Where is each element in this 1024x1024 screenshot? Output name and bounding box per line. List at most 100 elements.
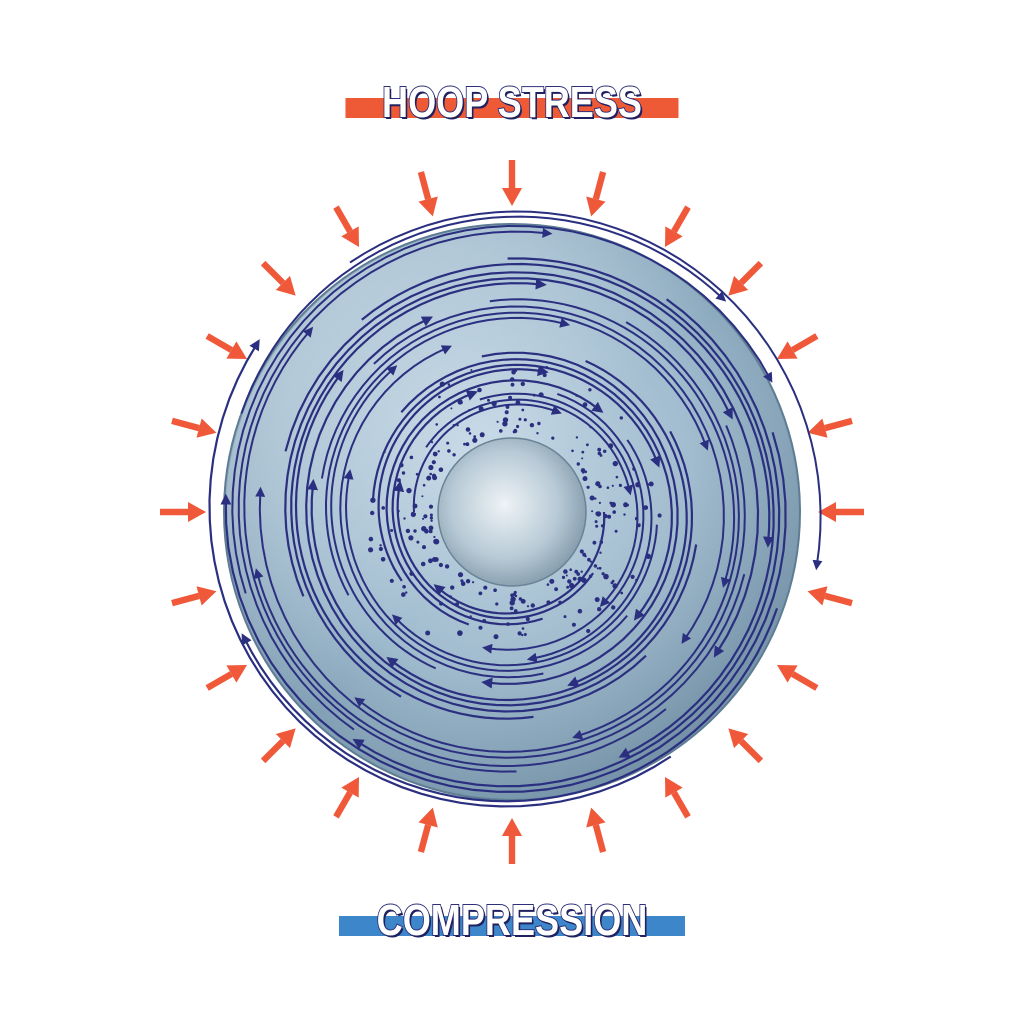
stress-particle bbox=[509, 606, 514, 611]
stress-particle bbox=[581, 457, 584, 460]
stress-particle bbox=[402, 585, 406, 589]
stress-particle bbox=[529, 423, 535, 428]
stress-particle bbox=[630, 574, 635, 580]
stress-particle bbox=[518, 417, 522, 421]
spiral-stress-line bbox=[305, 316, 647, 713]
spiral-stress-line bbox=[208, 339, 672, 808]
stress-particle bbox=[517, 631, 522, 636]
spiral-stress-line bbox=[354, 425, 746, 753]
stress-particle bbox=[513, 428, 517, 432]
spiral-stress-line bbox=[572, 321, 740, 740]
stress-particle bbox=[509, 600, 515, 606]
inward-arrow-icon bbox=[777, 665, 819, 691]
stress-particle bbox=[586, 443, 589, 447]
inward-arrow-icon bbox=[205, 665, 247, 691]
inward-arrow-icon bbox=[502, 160, 522, 206]
inward-arrow-icon bbox=[728, 728, 764, 764]
stress-particle bbox=[472, 437, 478, 443]
stress-particle bbox=[406, 487, 412, 494]
stress-particle bbox=[487, 398, 490, 402]
stress-particle bbox=[470, 369, 473, 371]
stress-particle bbox=[589, 495, 595, 501]
inward-arrow-icon bbox=[417, 807, 438, 853]
stress-particle bbox=[433, 535, 436, 539]
stress-particle bbox=[396, 478, 401, 483]
stress-particle bbox=[601, 572, 605, 576]
spiral-stress-line bbox=[393, 480, 594, 620]
spiral-stress-line bbox=[284, 271, 760, 658]
stress-particle bbox=[469, 615, 472, 618]
stress-particle bbox=[508, 395, 513, 400]
stress-particle bbox=[558, 600, 562, 604]
stress-particle bbox=[580, 468, 586, 473]
inward-arrow-icon bbox=[260, 728, 296, 764]
stress-particle bbox=[576, 572, 580, 576]
stress-particle bbox=[428, 529, 433, 534]
stress-particle bbox=[594, 497, 597, 500]
stress-particle bbox=[584, 555, 587, 558]
hoop-stress-band bbox=[345, 98, 679, 118]
inward-arrow-icon bbox=[807, 417, 853, 438]
stress-particle bbox=[581, 450, 585, 454]
stress-particle bbox=[626, 503, 629, 507]
stress-particle bbox=[582, 476, 588, 482]
stress-particle bbox=[549, 578, 555, 584]
stress-particle bbox=[592, 540, 597, 545]
stress-particle bbox=[612, 510, 616, 514]
stress-particle bbox=[582, 402, 588, 408]
stress-particle bbox=[632, 467, 636, 471]
stress-particle bbox=[403, 517, 406, 520]
stress-particle bbox=[638, 523, 641, 526]
stress-particle bbox=[563, 615, 567, 619]
stress-particle bbox=[521, 633, 524, 637]
stress-particle bbox=[450, 407, 453, 410]
stress-particle bbox=[523, 418, 527, 422]
stress-particle bbox=[455, 602, 459, 607]
spiral-stress-line bbox=[307, 478, 698, 707]
stress-particle bbox=[431, 441, 434, 444]
stress-particle bbox=[523, 633, 527, 636]
stress-particle bbox=[456, 424, 459, 427]
stress-particle bbox=[460, 581, 466, 586]
spiral-stress-line bbox=[412, 403, 562, 513]
stress-particle bbox=[482, 619, 487, 623]
stress-particle bbox=[504, 410, 509, 415]
stress-particle bbox=[569, 568, 572, 571]
stress-particle bbox=[618, 483, 623, 487]
stress-particle bbox=[515, 400, 521, 406]
spiral-stress-line bbox=[349, 210, 823, 571]
stress-particle bbox=[521, 408, 525, 412]
stress-particle bbox=[457, 572, 464, 578]
inward-arrow-icon bbox=[665, 777, 691, 819]
stress-particle bbox=[619, 416, 623, 420]
spiral-stress-line bbox=[343, 469, 628, 672]
stress-particle bbox=[412, 503, 418, 509]
stress-particle bbox=[493, 588, 497, 592]
stress-particle bbox=[586, 628, 591, 634]
stress-particle bbox=[491, 400, 497, 407]
spiral-stress-line bbox=[255, 486, 746, 759]
stress-particle bbox=[623, 513, 626, 516]
compression-label: COMPRESSION bbox=[338, 898, 686, 944]
stress-particle bbox=[597, 447, 602, 452]
stress-particle bbox=[536, 432, 539, 435]
inward-arrow-icon bbox=[333, 777, 359, 819]
stress-particle bbox=[566, 585, 570, 589]
stress-particle bbox=[615, 475, 619, 479]
spiral-stress-line bbox=[290, 278, 547, 698]
spiral-stress-line bbox=[240, 215, 727, 414]
stress-particle bbox=[479, 432, 485, 438]
stress-particle bbox=[370, 510, 375, 516]
spiral-stress-line bbox=[284, 277, 733, 597]
stress-particle bbox=[599, 540, 604, 544]
stress-particle bbox=[657, 513, 662, 518]
stress-particle bbox=[381, 506, 386, 510]
stress-particle bbox=[620, 591, 624, 595]
inward-arrow-icon bbox=[807, 586, 853, 607]
stress-particle bbox=[598, 566, 602, 570]
spiral-stress-line bbox=[320, 311, 709, 479]
stress-particle bbox=[511, 369, 516, 375]
stress-particle bbox=[432, 451, 438, 457]
stress-particle bbox=[446, 441, 450, 445]
stress-particle bbox=[450, 585, 455, 590]
